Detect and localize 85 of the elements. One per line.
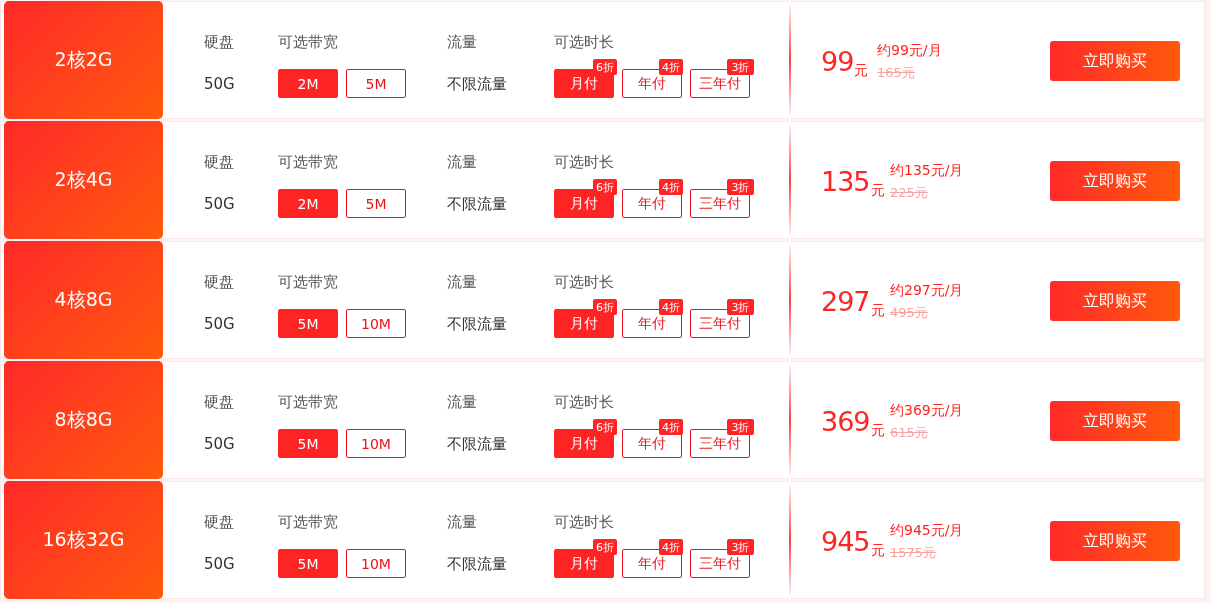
field-label: 硬盘: [204, 513, 234, 531]
field-label: 流量: [447, 153, 477, 171]
buy-button: 立即购买: [1050, 521, 1180, 561]
option-button: 2M: [278, 189, 338, 218]
discount-badge: 4折: [659, 179, 683, 195]
currency-unit: 元: [871, 542, 885, 558]
field-label: 可选时长: [554, 513, 614, 531]
price: 369: [821, 406, 870, 438]
buy-button: 立即购买: [1050, 41, 1180, 81]
discount-badge: 4折: [659, 59, 683, 75]
field-value: 50G: [204, 195, 235, 213]
field-value: 50G: [204, 315, 235, 333]
currency-unit: 元: [854, 62, 868, 78]
field-label: 硬盘: [204, 273, 234, 291]
field-value: 不限流量: [447, 435, 507, 453]
currency-unit: 元: [871, 182, 885, 198]
field-value: 50G: [204, 75, 235, 93]
original-price: 165元: [877, 65, 915, 81]
field-value: 50G: [204, 555, 235, 573]
field-label: 可选带宽: [278, 153, 338, 171]
price: 297: [821, 286, 870, 318]
discount-badge: 6折: [593, 539, 617, 555]
option-button: 5M: [278, 429, 338, 458]
option-button: 10M: [346, 309, 406, 338]
option-button: 5M: [346, 189, 406, 218]
field-label: 可选带宽: [278, 393, 338, 411]
buy-button: 立即购买: [1050, 401, 1180, 441]
field-label: 流量: [447, 393, 477, 411]
field-value: 50G: [204, 435, 235, 453]
spec-tile: 2核4G: [4, 121, 163, 239]
monthly-price: 约99元/月: [877, 42, 942, 58]
discount-badge: 6折: [593, 179, 617, 195]
field-label: 可选时长: [554, 153, 614, 171]
price: 135: [821, 166, 870, 198]
discount-badge: 4折: [659, 419, 683, 435]
discount-badge: 4折: [659, 299, 683, 315]
field-label: 可选时长: [554, 33, 614, 51]
field-label: 流量: [447, 273, 477, 291]
field-label: 硬盘: [204, 393, 234, 411]
currency-unit: 元: [871, 302, 885, 318]
field-value: 不限流量: [447, 315, 507, 333]
price: 945: [821, 526, 870, 558]
spec-tile: 16核32G: [4, 481, 163, 599]
option-button: 10M: [346, 429, 406, 458]
price: 99: [821, 46, 854, 78]
discount-badge: 6折: [593, 299, 617, 315]
spec-tile: 4核8G: [4, 241, 163, 359]
field-label: 可选时长: [554, 393, 614, 411]
monthly-price: 约297元/月: [890, 282, 964, 298]
spec-tile: 2核2G: [4, 1, 163, 119]
field-label: 硬盘: [204, 153, 234, 171]
field-label: 可选带宽: [278, 513, 338, 531]
field-label: 可选带宽: [278, 33, 338, 51]
original-price: 615元: [890, 425, 928, 441]
discount-badge: 3折: [727, 539, 754, 555]
field-label: 流量: [447, 33, 477, 51]
buy-button: 立即购买: [1050, 161, 1180, 201]
currency-unit: 元: [871, 422, 885, 438]
discount-badge: 3折: [727, 179, 754, 195]
original-price: 225元: [890, 185, 928, 201]
field-label: 可选时长: [554, 273, 614, 291]
field-value: 不限流量: [447, 75, 507, 93]
original-price: 1575元: [890, 545, 937, 561]
discount-badge: 6折: [593, 59, 617, 75]
field-label: 硬盘: [204, 33, 234, 51]
monthly-price: 约135元/月: [890, 162, 964, 178]
discount-badge: 3折: [727, 299, 754, 315]
monthly-price: 约945元/月: [890, 522, 964, 538]
option-button: 2M: [278, 69, 338, 98]
discount-badge: 4折: [659, 539, 683, 555]
option-button: 10M: [346, 549, 406, 578]
discount-badge: 3折: [727, 59, 754, 75]
field-value: 不限流量: [447, 555, 507, 573]
discount-badge: 3折: [727, 419, 754, 435]
option-button: 5M: [346, 69, 406, 98]
spec-tile: 8核8G: [4, 361, 163, 479]
monthly-price: 约369元/月: [890, 402, 964, 418]
field-label: 流量: [447, 513, 477, 531]
field-value: 不限流量: [447, 195, 507, 213]
option-button: 5M: [278, 549, 338, 578]
original-price: 495元: [890, 305, 928, 321]
option-button: 5M: [278, 309, 338, 338]
discount-badge: 6折: [593, 419, 617, 435]
field-label: 可选带宽: [278, 273, 338, 291]
buy-button: 立即购买: [1050, 281, 1180, 321]
